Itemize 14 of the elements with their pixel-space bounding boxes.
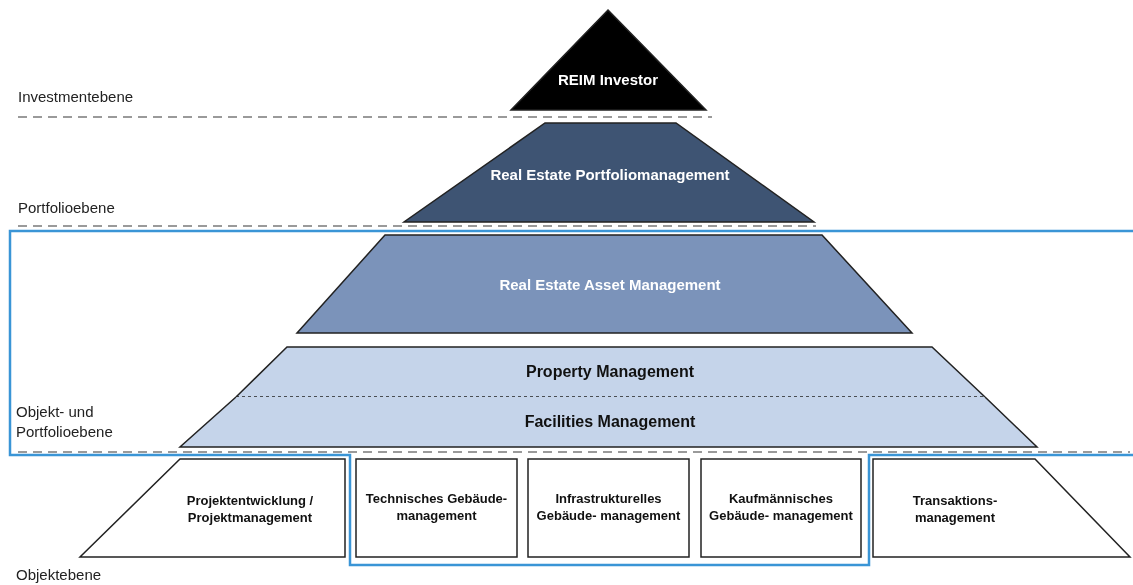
level-name: Objekt- und Portfolioebene [16,402,114,441]
level-name: Portfolioebene [18,198,115,218]
level-name: Investmentebene [18,87,134,107]
level-label: Real Estate Portfoliomanagement [490,165,730,185]
level-label: Real Estate Asset Management [499,275,721,295]
level-label: Projektentwicklung / Projektmanagement [185,493,315,527]
level-label: Kaufmännisches Gebäude- management [708,491,854,525]
level-label: Technisches Gebäude- management [364,491,509,525]
level-label: Property Management [525,361,694,382]
level-label: Infrastrukturelles Gebäude- management [535,491,682,525]
level-name: Objektebene [16,565,102,585]
level-label: REIM Investor [558,70,658,90]
level-label: Transaktions- management [911,493,999,527]
level-label: Facilities Management [524,411,696,432]
